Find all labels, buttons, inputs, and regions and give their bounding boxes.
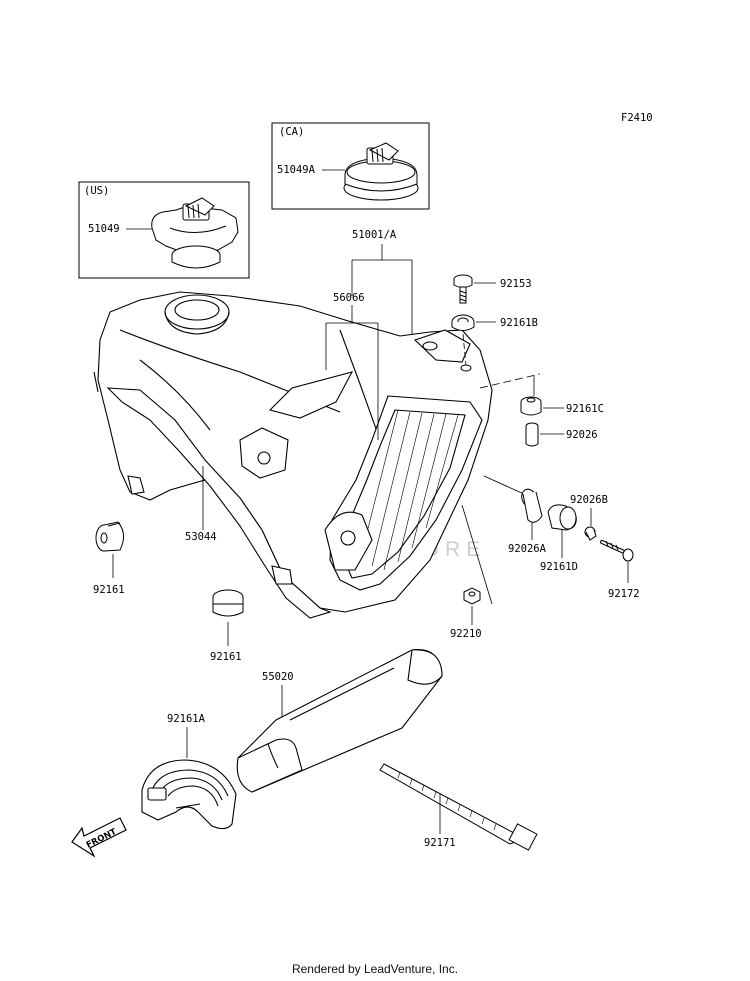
region-ca-label: (CA)	[279, 126, 304, 138]
part-label-56066[interactable]: 56066	[333, 292, 365, 304]
part-label-92172[interactable]: 92172	[608, 588, 640, 600]
clip-92161A-icon[interactable]	[141, 759, 237, 830]
fuel-cap-ca-icon[interactable]	[343, 142, 419, 201]
grommet-92161-left-icon[interactable]	[95, 521, 124, 552]
part-label-92026[interactable]: 92026	[566, 429, 598, 441]
part-label-92153[interactable]: 92153	[500, 278, 532, 290]
part-label-92161-mid[interactable]: 92161	[210, 651, 242, 663]
part-label-92210[interactable]: 92210	[450, 628, 482, 640]
collar-92026A-icon[interactable]	[519, 487, 543, 523]
part-label-92161D[interactable]: 92161D	[540, 561, 578, 573]
part-label-92161-left[interactable]: 92161	[93, 584, 125, 596]
fuel-cap-us-icon[interactable]	[151, 197, 239, 269]
figure-code: F2410	[621, 112, 653, 124]
part-label-92161C[interactable]: 92161C	[566, 403, 604, 415]
ca-cap-box: (CA) 51049A	[271, 122, 430, 210]
nut-92210-icon[interactable]	[463, 587, 481, 605]
region-us-label: (US)	[84, 185, 109, 197]
part-label-92026A[interactable]: 92026A	[508, 543, 547, 555]
grommet-92161D-icon[interactable]	[547, 504, 577, 531]
part-label-53044[interactable]: 53044	[185, 531, 217, 543]
grommet-92161B-icon[interactable]	[451, 314, 475, 331]
pad-55020-icon[interactable]	[236, 648, 443, 793]
us-cap-box: (US) 51049	[78, 181, 250, 279]
front-arrow-icon: FRONT	[71, 817, 127, 858]
fuel-tank-icon[interactable]	[93, 291, 493, 619]
part-label-51001A[interactable]: 51001/A	[352, 229, 397, 241]
part-label-51049A[interactable]: 51049A	[277, 164, 316, 176]
grommet-92161-mid-icon[interactable]	[212, 589, 244, 617]
collar-92026-icon[interactable]	[525, 422, 539, 447]
cable-tie-92171-icon[interactable]	[379, 763, 538, 851]
part-label-92161B[interactable]: 92161B	[500, 317, 538, 329]
grommet-92161C-icon[interactable]	[520, 396, 542, 416]
part-label-92026B[interactable]: 92026B	[570, 494, 608, 506]
part-label-55020[interactable]: 55020	[262, 671, 294, 683]
bolt-92153-icon[interactable]	[453, 274, 473, 304]
bolt-92172-icon[interactable]	[600, 540, 634, 562]
footer-credit: Rendered by LeadVenture, Inc.	[291, 962, 459, 976]
part-label-92161A[interactable]: 92161A	[167, 713, 206, 725]
part-label-92171[interactable]: 92171	[424, 837, 456, 849]
part-label-51049[interactable]: 51049	[88, 223, 120, 235]
collar-92026B-icon[interactable]	[584, 526, 597, 541]
